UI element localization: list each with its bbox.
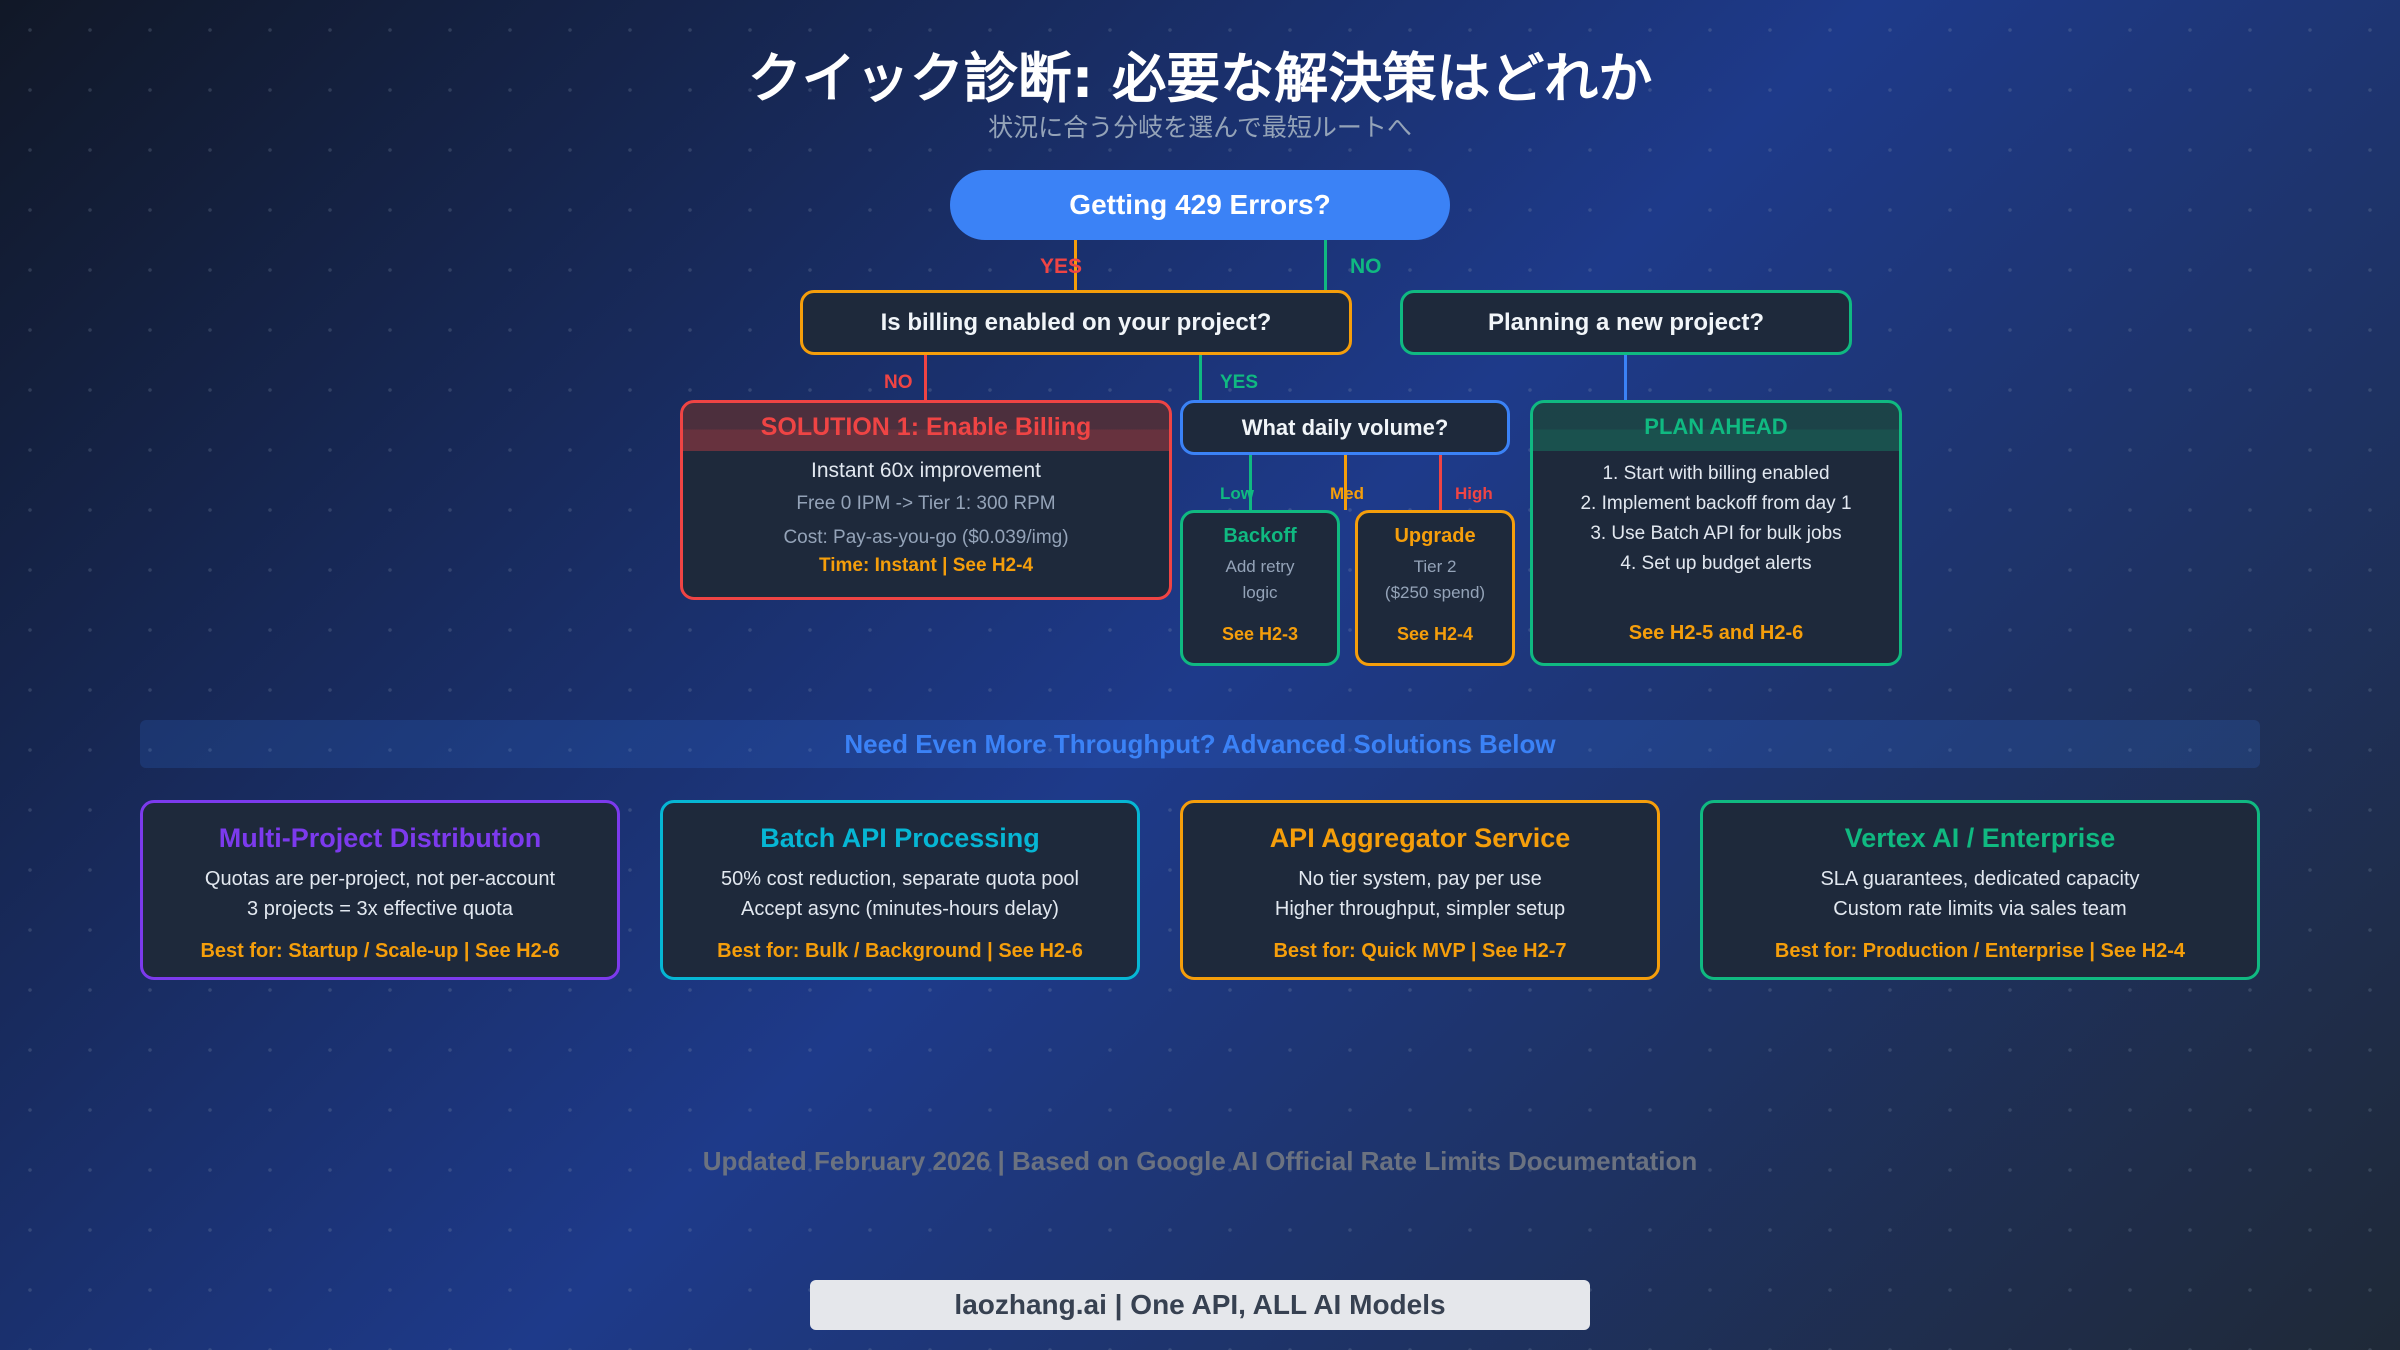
card-best-for: Best for: Bulk / Background | See H2-6 <box>717 940 1083 962</box>
connector-newproject-plan <box>1624 355 1627 400</box>
backoff-card[interactable]: Backoff Add retry logic See H2-3 <box>1180 510 1340 666</box>
volume-question-label: What daily volume? <box>1241 414 1449 440</box>
root-question-node[interactable]: Getting 429 Errors? <box>950 170 1450 240</box>
footer-note: Updated February 2026 | Based on Google … <box>702 1146 1698 1176</box>
card-line: No tier system, pay per use <box>1298 868 1542 890</box>
backoff-line2: logic <box>1242 583 1278 602</box>
billing-question-label: Is billing enabled on your project? <box>880 308 1272 336</box>
page-subtitle: 状況に合う分岐を選んで最短ルートへ <box>988 113 1412 142</box>
billing-question-node[interactable]: Is billing enabled on your project? <box>800 290 1352 355</box>
plan-ahead-ref[interactable]: See H2-5 and H2-6 <box>1628 622 1804 644</box>
plan-ahead-item: 3. Use Batch API for bulk jobs <box>1590 523 1842 544</box>
plan-ahead-item: 1. Start with billing enabled <box>1602 463 1830 484</box>
advanced-card-multi-project[interactable]: Multi-Project Distribution Quotas are pe… <box>140 800 620 980</box>
solution1-line3: Cost: Pay-as-you-go ($0.039/img) <box>783 527 1069 548</box>
backoff-line1: Add retry <box>1225 557 1295 576</box>
upgrade-line2: ($250 spend) <box>1384 583 1486 602</box>
connector-billing-no <box>924 355 927 400</box>
solution1-line2: Free 0 IPM -> Tier 1: 300 RPM <box>796 493 1056 514</box>
new-project-question-node[interactable]: Planning a new project? <box>1400 290 1852 355</box>
upgrade-title: Upgrade <box>1394 525 1476 547</box>
card-title: API Aggregator Service <box>1269 823 1571 853</box>
new-project-question-label: Planning a new project? <box>1487 308 1765 336</box>
card-line: SLA guarantees, dedicated capacity <box>1820 868 2140 890</box>
upgrade-ref[interactable]: See H2-4 <box>1396 624 1474 644</box>
solution1-line1: Instant 60x improvement <box>811 459 1041 482</box>
volume-med-label: Med <box>1330 484 1364 503</box>
advanced-banner-text: Need Even More Throughput? Advanced Solu… <box>844 728 1556 759</box>
card-title: Multi-Project Distribution <box>218 823 542 853</box>
root-yes-label: YES <box>1040 255 1083 278</box>
card-best-for: Best for: Quick MVP | See H2-7 <box>1273 940 1567 962</box>
connector-root-no <box>1324 240 1327 290</box>
card-line: Quotas are per-project, not per-account <box>204 868 556 890</box>
volume-high-label: High <box>1455 484 1493 503</box>
connector-root-yes <box>1074 240 1077 290</box>
card-best-for: Best for: Startup / Scale-up | See H2-6 <box>200 940 560 962</box>
plan-ahead-item: 2. Implement backoff from day 1 <box>1580 493 1852 514</box>
plan-ahead-header: PLAN AHEAD <box>1533 403 1899 451</box>
brand-banner[interactable]: laozhang.ai | One API, ALL AI Models <box>810 1280 1590 1330</box>
advanced-card-batch-api[interactable]: Batch API Processing 50% cost reduction,… <box>660 800 1140 980</box>
volume-low-label: Low <box>1220 484 1254 503</box>
brand-text: laozhang.ai | One API, ALL AI Models <box>954 1289 1446 1320</box>
card-line: Higher throughput, simpler setup <box>1274 898 1566 920</box>
root-question-label: Getting 429 Errors? <box>1069 189 1331 220</box>
advanced-card-vertex-ai[interactable]: Vertex AI / Enterprise SLA guarantees, d… <box>1700 800 2260 980</box>
upgrade-description: Tier 2 ($250 spend) <box>1358 554 1512 606</box>
backoff-title: Backoff <box>1223 525 1297 547</box>
backoff-description: Add retry logic <box>1183 554 1337 606</box>
plan-ahead-card[interactable]: PLAN AHEAD 1. Start with billing enabled… <box>1530 400 1902 666</box>
solution1-footer: Time: Instant | See H2-4 <box>818 555 1034 576</box>
connector-volume-high <box>1439 454 1442 510</box>
upgrade-card[interactable]: Upgrade Tier 2 ($250 spend) See H2-4 <box>1355 510 1515 666</box>
billing-yes-label: YES <box>1220 372 1259 393</box>
advanced-card-aggregator[interactable]: API Aggregator Service No tier system, p… <box>1180 800 1660 980</box>
connector-volume-low <box>1249 454 1252 510</box>
solution1-header: SOLUTION 1: Enable Billing <box>683 403 1169 451</box>
connector-volume-med <box>1344 454 1347 510</box>
solution1-title: SOLUTION 1: Enable Billing <box>760 412 1092 441</box>
card-line: 3 projects = 3x effective quota <box>247 898 513 920</box>
plan-ahead-list: 1. Start with billing enabled 2. Impleme… <box>1533 459 1899 579</box>
connector-billing-yes <box>1199 355 1202 400</box>
upgrade-line1: Tier 2 <box>1413 557 1457 576</box>
volume-question-node[interactable]: What daily volume? <box>1180 400 1510 455</box>
plan-ahead-item: 4. Set up budget alerts <box>1620 553 1812 574</box>
card-title: Batch API Processing <box>760 823 1040 853</box>
billing-no-label: NO <box>884 372 913 393</box>
card-line: Custom rate limits via sales team <box>1833 898 2127 920</box>
page-title: クイック診断: 必要な解決策はどれか <box>747 47 1653 110</box>
plan-ahead-title: PLAN AHEAD <box>1644 414 1788 439</box>
card-line: Accept async (minutes-hours delay) <box>741 898 1059 920</box>
card-line: 50% cost reduction, separate quota pool <box>720 868 1080 890</box>
solution1-card[interactable]: SOLUTION 1: Enable Billing Instant 60x i… <box>680 400 1172 600</box>
card-title: Vertex AI / Enterprise <box>1844 823 2116 853</box>
backoff-ref[interactable]: See H2-3 <box>1221 624 1299 644</box>
advanced-solutions-banner: Need Even More Throughput? Advanced Solu… <box>140 720 2260 768</box>
root-no-label: NO <box>1350 255 1382 278</box>
card-best-for: Best for: Production / Enterprise | See … <box>1774 940 2186 962</box>
